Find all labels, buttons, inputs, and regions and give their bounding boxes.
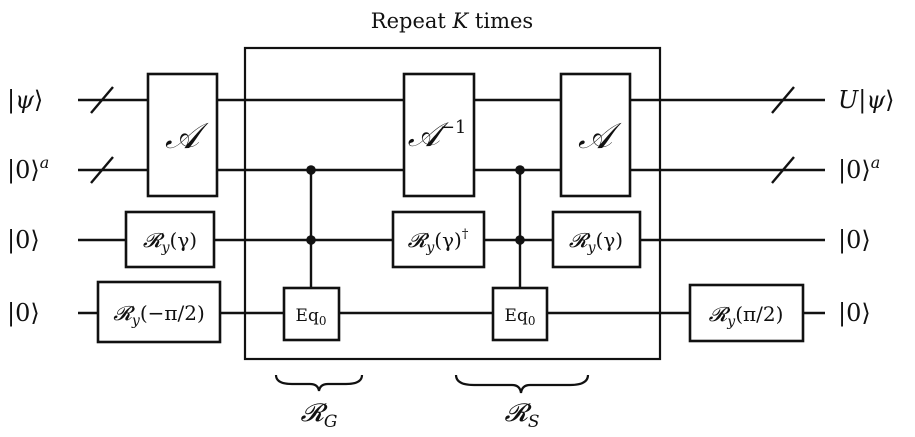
output-labels: U|ψ⟩ |0⟩a |0⟩ |0⟩ [838,86,895,328]
input-label-qubit-4: |0⟩ [7,299,40,328]
input-label-psi: |ψ⟩ [7,86,43,115]
output-label-U-psi: U|ψ⟩ [838,86,895,115]
gate-Ry-pi-half: 𝓡y(π/2) [688,283,805,343]
brace-RG-group: 𝓡G [274,374,364,432]
svg-text:Eq0: Eq0 [505,306,536,328]
svg-text:𝓡y(π/2): 𝓡y(π/2) [709,302,784,330]
gate-Ry-gamma-1: 𝓡y(γ) [124,210,216,269]
gate-A-inverse: 𝒜−1 [402,72,476,198]
underbrace-RS [454,374,590,394]
gate-Eq0-1: Eq0 [282,286,341,342]
control-dot-ancilla-1 [306,165,316,175]
repeat-title: Repeat K times [371,9,533,33]
slash-in-psi [90,86,114,114]
controls [306,165,525,288]
svg-text:𝓡y(γ): 𝓡y(γ) [143,228,197,256]
underbrace-RG [274,374,364,392]
gate-Ry-gamma-dagger: 𝓡y(γ)† [391,210,486,269]
brace-RS-group: 𝓡S [454,374,590,432]
svg-text:𝓡y(γ)†: 𝓡y(γ)† [408,227,469,256]
slash-out-ancilla [771,156,795,184]
gate-A-second: 𝒜 [559,72,632,198]
gate-Ry-neg-pi-half: 𝓡y(−π/2) [96,280,222,344]
control-dot-ancilla-2 [515,165,525,175]
output-label-qubit-4: |0⟩ [838,299,871,328]
output-label-qubit-3: |0⟩ [838,226,871,255]
gate-Ry-gamma-2: 𝓡y(γ) [551,210,642,269]
label-RS: 𝓡S [504,398,539,432]
output-label-ancilla: |0⟩a [838,153,880,185]
gate-Eq0-2: Eq0 [491,286,549,342]
repeat-frame [243,46,662,361]
label-RG: 𝓡G [301,398,338,432]
svg-text:Eq0: Eq0 [296,306,327,328]
control-dot-qubit3-2 [515,235,525,245]
slash-out-psi [771,86,795,114]
control-dot-qubit3-1 [306,235,316,245]
input-label-qubit-3: |0⟩ [7,226,40,255]
input-label-ancilla: |0⟩a [7,153,49,185]
gate-A-first: 𝒜 [146,72,219,198]
svg-text:𝓡y(−π/2): 𝓡y(−π/2) [113,301,205,329]
slash-in-ancilla [90,156,114,184]
svg-text:𝓡y(γ): 𝓡y(γ) [569,228,623,256]
bundle-slashes [90,86,795,184]
input-labels: |ψ⟩ |0⟩a |0⟩ |0⟩ [7,86,49,328]
